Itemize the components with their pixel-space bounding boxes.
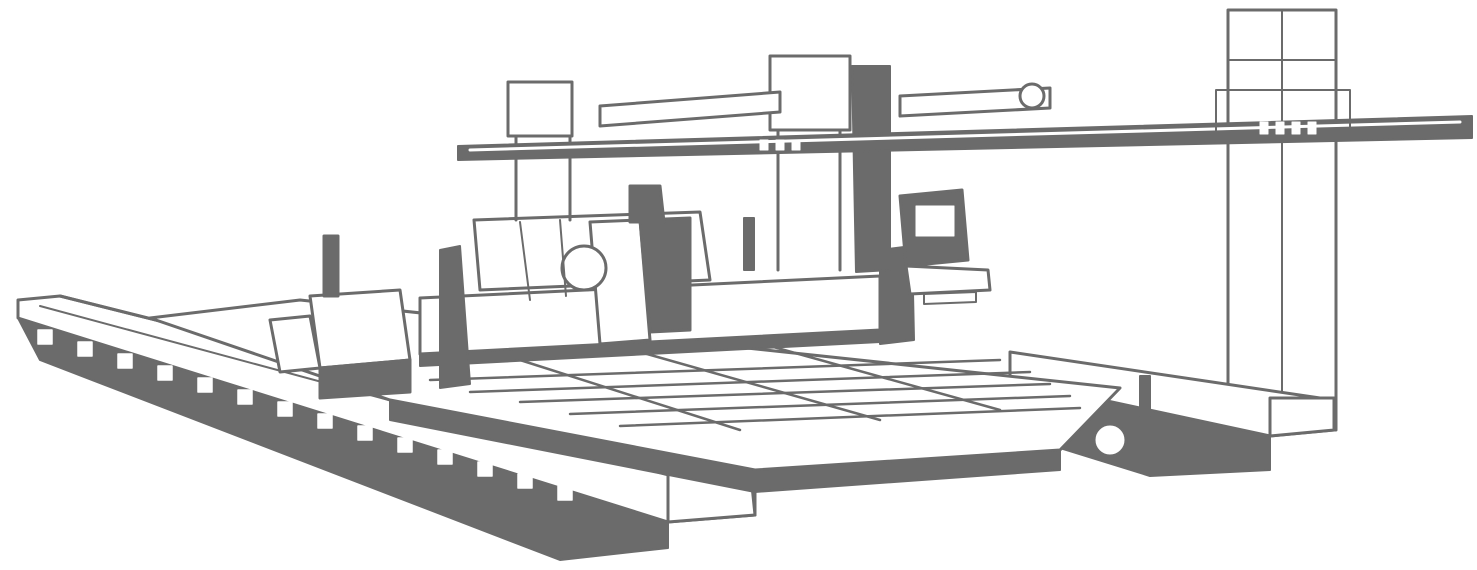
left-rail [16,294,757,561]
table-slats [428,344,1082,432]
torch-heads [472,184,712,346]
left-carriage [268,234,412,400]
table-posts [743,217,1151,417]
right-tower [1226,8,1338,432]
rail-slots [37,329,573,501]
control-console [898,188,992,305]
upper-boom [457,54,1473,273]
boom-slots [759,121,1317,151]
